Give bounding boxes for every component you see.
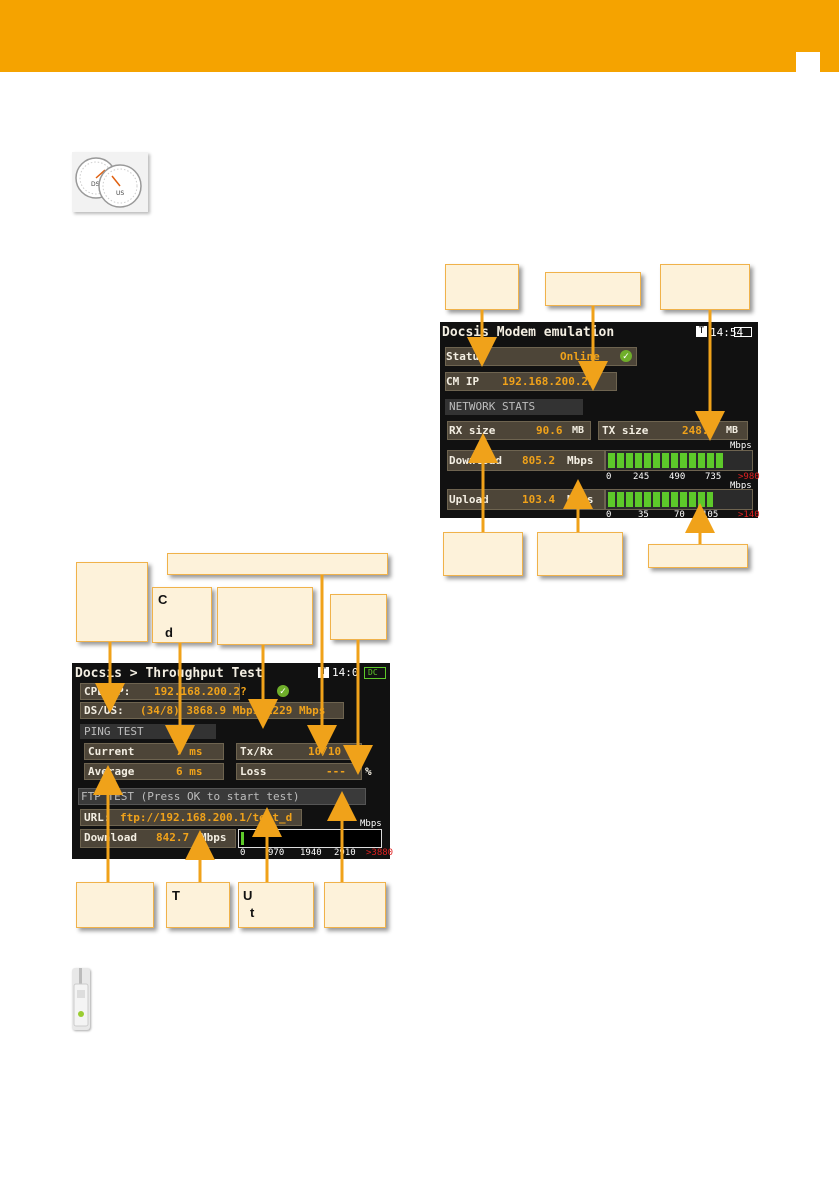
screen-title: Docsis > Throughput Test xyxy=(75,666,263,681)
screen-title: Docsis Modem emulation xyxy=(442,325,615,340)
tx-size-label: TX size xyxy=(602,424,649,437)
url-value: ftp://192.168.200.1/test_d xyxy=(120,811,293,824)
network-stats-section: NETWORK STATS xyxy=(445,399,583,415)
upload-value: 103.4 xyxy=(522,493,556,506)
download-value: 805.2 xyxy=(522,454,556,467)
ftp-test-section: FTP TEST (Press OK to start test) xyxy=(81,790,300,803)
download-level-fill xyxy=(608,453,724,468)
ds-us-field xyxy=(80,702,344,719)
cm-ip-field xyxy=(445,372,617,391)
cpe-ok-check-icon: ✓ xyxy=(277,685,289,697)
ds-us-gauges-icon: DS US xyxy=(72,152,148,212)
download-scale-0: 0 xyxy=(606,472,612,482)
callout-cpe-ip xyxy=(76,562,148,642)
scale-1: 970 xyxy=(268,848,285,858)
download-value: 842.7 xyxy=(156,831,190,844)
download-scale-3: 735 xyxy=(705,472,722,482)
download-level-fill xyxy=(241,832,244,845)
callout-ftp-start xyxy=(324,882,386,928)
callout-tx-size xyxy=(660,264,750,310)
callout-ds-us-wide xyxy=(167,553,388,575)
rx-size-value: 90.6 xyxy=(536,424,563,437)
page-header-bar xyxy=(0,0,839,72)
scale-3: 2910 xyxy=(334,848,356,858)
scale-max: >3880 xyxy=(366,848,394,858)
upload-scale-0: 0 xyxy=(606,510,612,520)
callout-url: U t xyxy=(238,882,314,928)
ds-us-value: (34/8) 3868.9 Mbps/1229 Mbps xyxy=(140,704,326,717)
ping-current-label: Current xyxy=(88,745,135,758)
callout-current-letter-2: d xyxy=(165,625,173,640)
clock: 14:0 xyxy=(332,666,359,679)
upload-axis-unit: Mbps xyxy=(730,481,752,491)
svg-text:DS: DS xyxy=(91,181,100,188)
upload-scale-1: 35 xyxy=(638,510,649,520)
callout-letter-u: U xyxy=(243,888,253,903)
scale-2: 1940 xyxy=(300,848,322,858)
upload-scale-max: >140 xyxy=(738,510,760,520)
callout-status xyxy=(445,264,519,310)
tx-size-unit: MB xyxy=(726,425,739,436)
battery-icon xyxy=(734,327,752,337)
callout-loss xyxy=(330,594,387,640)
download-axis-unit: Mbps xyxy=(730,441,752,451)
callout-current-letter: C xyxy=(158,592,168,607)
rx-size-unit: MB xyxy=(572,425,585,436)
url-field xyxy=(80,809,302,826)
online-check-icon: ✓ xyxy=(620,350,632,362)
callout-download-value: T xyxy=(166,882,230,928)
download-scale-2: 490 xyxy=(669,472,686,482)
battery-icon: DC xyxy=(364,667,386,679)
callout-rx-size xyxy=(443,532,523,576)
url-label: URL: xyxy=(84,811,111,824)
cpe-ip-value: 192.168.200.2? xyxy=(154,685,247,698)
download-unit: Mbps xyxy=(567,454,594,467)
callout-cm-ip xyxy=(545,272,641,306)
download-level-bar xyxy=(605,450,753,471)
callout-letter-t: T xyxy=(172,888,180,903)
download-scale-1: 245 xyxy=(633,472,650,482)
cm-ip-label: CM IP xyxy=(446,375,480,388)
callout-upload xyxy=(648,544,748,568)
upload-scale-2: 70 xyxy=(674,510,685,520)
upload-label: Upload xyxy=(449,493,489,506)
download-axis-unit: Mbps xyxy=(360,819,382,829)
loss-value: --- xyxy=(326,765,346,778)
callout-ftp-test xyxy=(76,882,154,928)
callout-download xyxy=(537,532,623,576)
battery-label: DC xyxy=(368,668,378,677)
handheld-meter-icon xyxy=(72,968,90,1030)
svg-text:US: US xyxy=(116,190,124,197)
download-scale-max: >980 xyxy=(738,472,760,482)
callout-ds-us-value xyxy=(217,587,313,645)
ftp-test-section-bg xyxy=(78,788,366,805)
download-label: Download xyxy=(84,831,137,844)
cm-ip-value: 192.168.200.23 xyxy=(502,375,595,388)
tx-rx-label: Tx/Rx xyxy=(240,745,274,758)
ping-average-value: 6 ms xyxy=(176,765,203,778)
loss-label: Loss xyxy=(240,765,267,778)
scale-0: 0 xyxy=(240,848,246,858)
test-icon: T xyxy=(696,326,707,337)
callout-letter-t2: t xyxy=(250,905,255,920)
page-number-tab xyxy=(796,52,820,72)
callout-current: C d xyxy=(152,587,212,643)
status-value: Online xyxy=(560,350,600,363)
